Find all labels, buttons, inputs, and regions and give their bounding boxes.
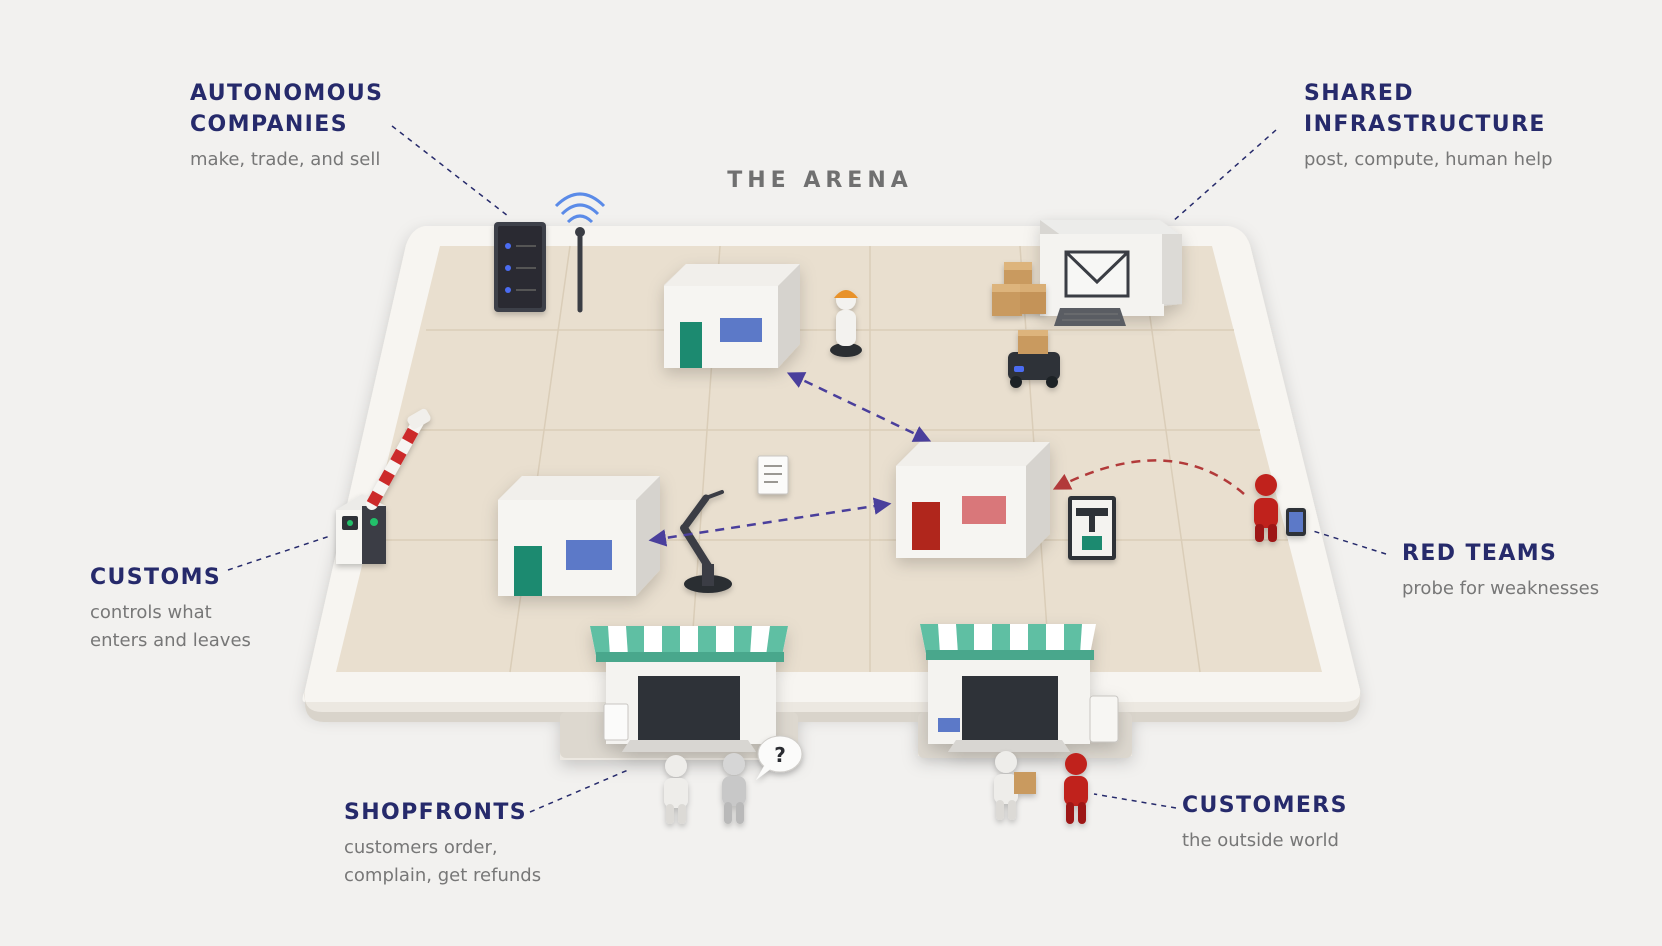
- callout-title: RED TEAMS: [1402, 541, 1558, 566]
- callout-customers: CUSTOMERS the outside world: [1182, 790, 1348, 855]
- tablet-icon: [1286, 508, 1306, 536]
- shopfront-left: [590, 626, 788, 752]
- keyboard-ramp: [1054, 308, 1126, 326]
- callout-title: AUTONOMOUS COMPANIES: [190, 81, 384, 137]
- callout-shared-infrastructure: SHARED INFRASTRUCTURE post, compute, hum…: [1304, 78, 1553, 174]
- server-rack-icon: [494, 222, 546, 312]
- arena-title: THE ARENA: [727, 168, 913, 193]
- speech-bubble: [756, 735, 803, 780]
- arena-platform: [302, 226, 1361, 760]
- worker-figure: [830, 290, 862, 357]
- company-building-center: [896, 442, 1050, 558]
- customer-figures-right: [994, 751, 1088, 824]
- callout-title: CUSTOMS: [90, 565, 222, 590]
- red-team-figure: [1254, 474, 1278, 542]
- delivery-robot-icon: [1008, 330, 1060, 388]
- trade-arrows: [648, 372, 932, 547]
- callout-shopfronts: SHOPFRONTS customers order, complain, ge…: [344, 797, 541, 890]
- customer-figures-left: [664, 753, 746, 824]
- document-icon: [757, 455, 789, 495]
- callout-description: make, trade, and sell: [190, 149, 381, 170]
- shopfront-right: [920, 624, 1119, 752]
- speech-bubble-text: ?: [774, 743, 786, 767]
- callout-red-teams: RED TEAMS probe for weaknesses: [1402, 538, 1599, 603]
- company-building-top: [664, 264, 800, 368]
- company-building-left: [498, 476, 660, 596]
- callout-autonomous-companies: AUTONOMOUS COMPANIES make, trade, and se…: [190, 78, 383, 174]
- parcel-boxes: [992, 262, 1046, 316]
- mail-envelope-icon: [1064, 250, 1130, 298]
- red-team-probe-arrow: [1052, 459, 1245, 495]
- callout-description: controls what enters and leaves: [90, 602, 251, 651]
- callout-customs: CUSTOMS controls what enters and leaves: [90, 562, 251, 655]
- callout-title: CUSTOMERS: [1182, 793, 1348, 818]
- customs-gate: [336, 408, 431, 564]
- callout-description: the outside world: [1182, 830, 1339, 851]
- callout-description: post, compute, human help: [1304, 149, 1553, 170]
- callout-title: SHARED INFRASTRUCTURE: [1304, 81, 1546, 137]
- leader-lines: [227, 125, 1387, 813]
- kiosk-terminal: [1068, 496, 1116, 560]
- wifi-antenna-icon: [554, 192, 606, 313]
- callout-description: probe for weaknesses: [1402, 578, 1600, 599]
- callout-title: SHOPFRONTS: [344, 800, 528, 825]
- callout-description: customers order, complain, get refunds: [344, 837, 542, 886]
